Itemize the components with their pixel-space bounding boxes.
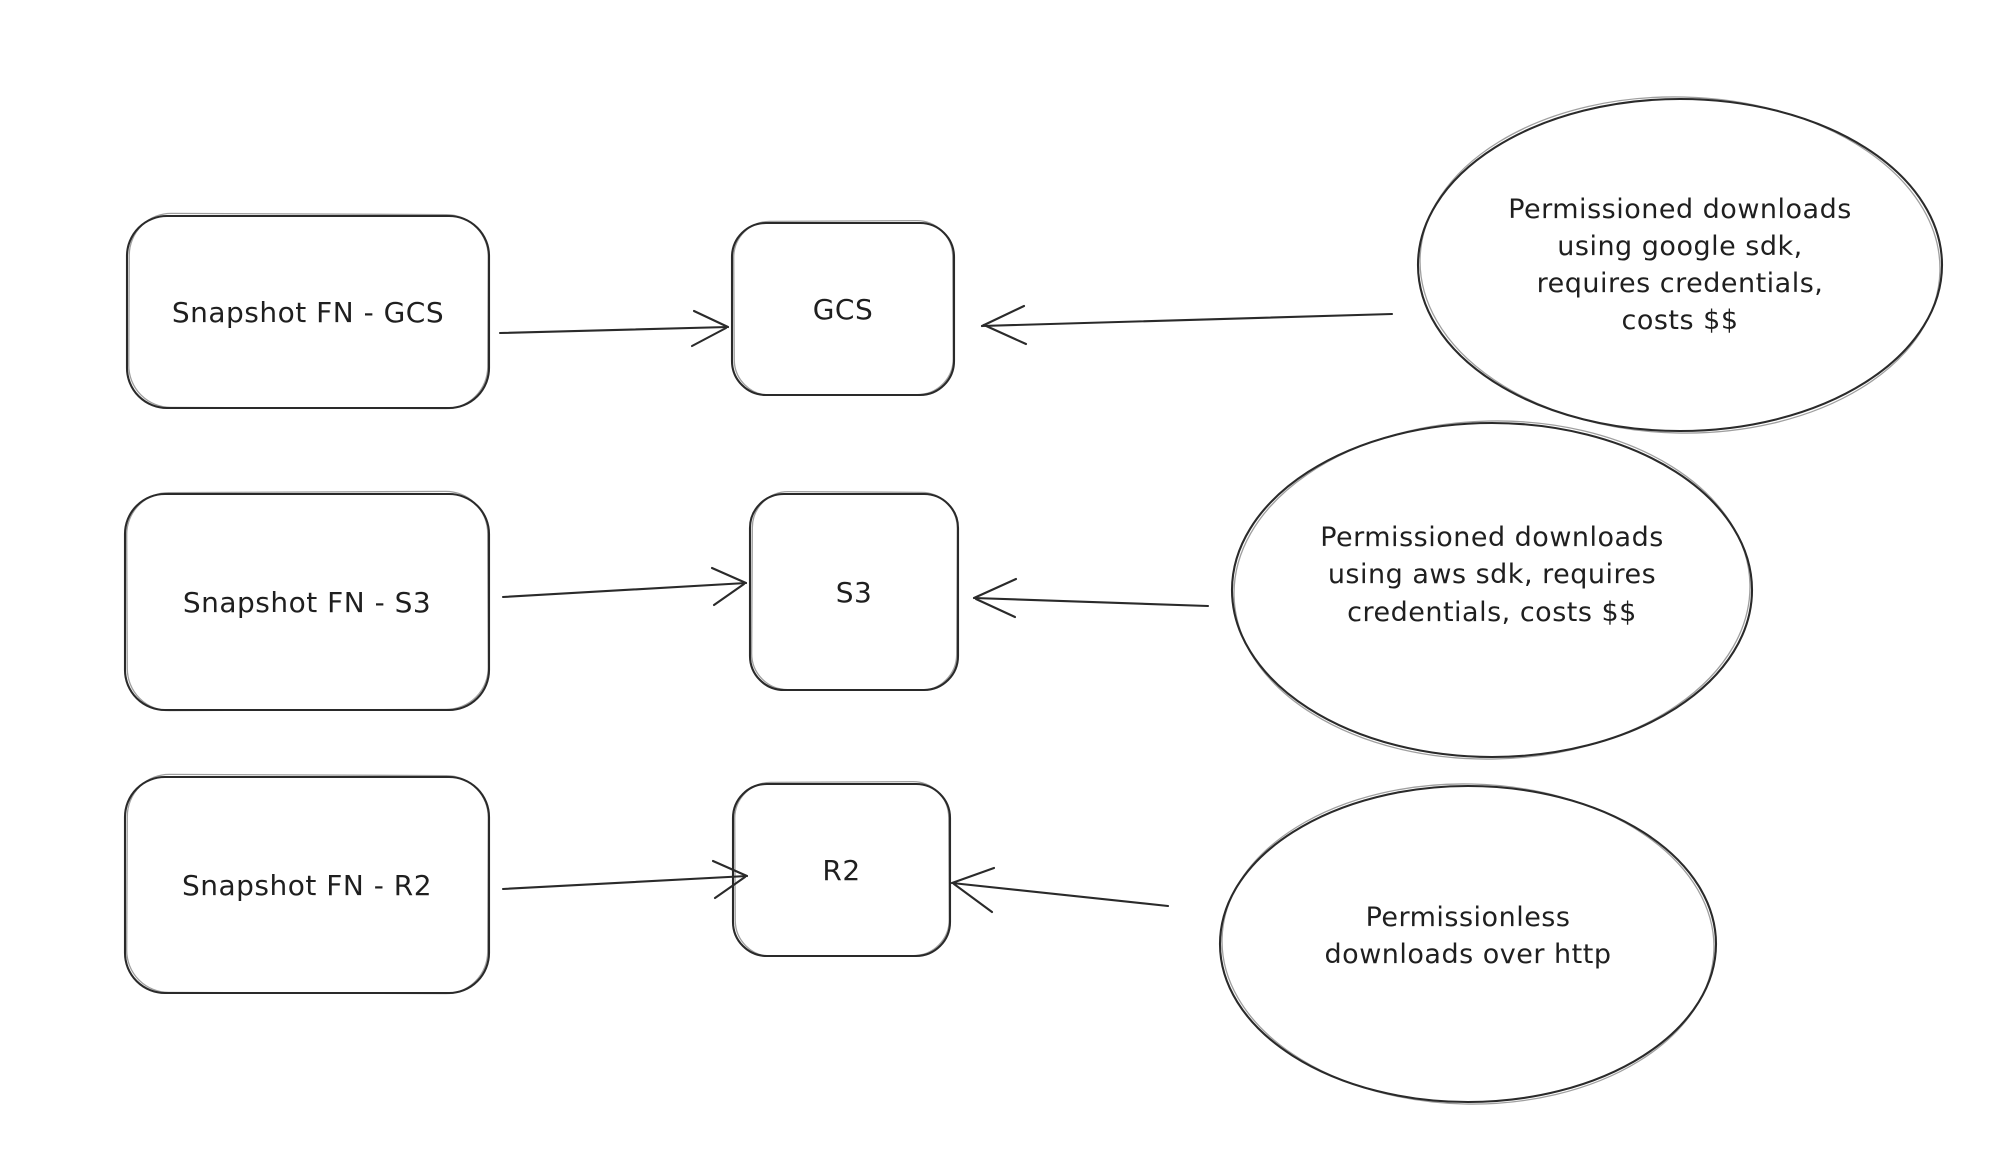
arrow-note-to-gcs <box>980 304 1394 346</box>
source-node-r2-shape <box>123 773 491 995</box>
source-node-s3-shape <box>123 490 491 712</box>
storage-node-gcs-label: GCS <box>812 292 874 326</box>
note-ellipse-r2-shape <box>1218 783 1718 1105</box>
storage-node-s3-label: S3 <box>835 575 873 609</box>
source-node-gcs-shape <box>125 212 491 410</box>
arrow-note-to-r2 <box>950 866 1170 914</box>
storage-node-r2-shape <box>731 780 952 958</box>
note-ellipse-gcs-shape <box>1416 96 1944 434</box>
storage-node-r2-label: R2 <box>822 853 861 887</box>
note-gcs-text: Permissioned downloads using google sdk,… <box>1508 193 1852 337</box>
storage-node-s3-shape <box>748 491 960 692</box>
arrow-snapshot-to-s3 <box>501 566 748 607</box>
storage-node-gcs-shape <box>730 219 956 397</box>
source-node-r2-label: Snapshot FN - R2 <box>181 868 433 902</box>
source-node-s3-label: Snapshot FN - S3 <box>182 585 432 619</box>
note-ellipse-s3-shape <box>1230 420 1754 760</box>
arrow-snapshot-to-gcs <box>498 309 730 348</box>
note-s3-text: Permissioned downloads using aws sdk, re… <box>1320 522 1664 628</box>
note-r2-text: Permissionless downloads over http <box>1324 901 1612 970</box>
source-node-gcs-label: Snapshot FN - GCS <box>171 295 445 329</box>
arrow-note-to-s3 <box>972 577 1210 619</box>
arrow-snapshot-to-r2 <box>501 859 749 900</box>
